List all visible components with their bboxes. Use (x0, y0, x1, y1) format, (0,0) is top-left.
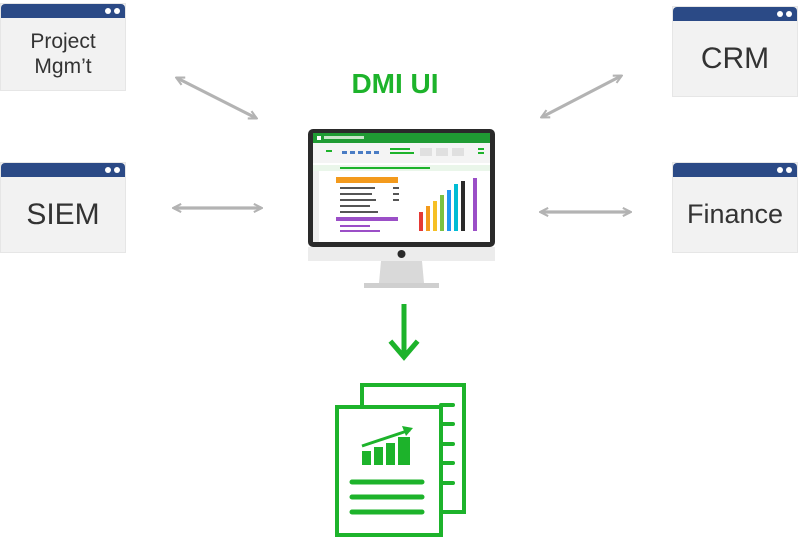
spreadsheet-screen (313, 133, 490, 242)
window-title-bar (1, 163, 125, 177)
window-title-bar (673, 163, 797, 177)
window-dot-icon (777, 167, 783, 173)
bidirectional-arrow-icon (177, 78, 256, 118)
system-label-finance: Finance (686, 199, 784, 230)
system-label-crm: CRM (700, 41, 770, 75)
window-dot-icon (114, 167, 120, 173)
window-dot-icon (786, 167, 792, 173)
window-dot-icon (105, 167, 111, 173)
window-dot-icon (114, 8, 120, 14)
window-title-bar (1, 4, 125, 18)
window-siem: SIEM (0, 162, 126, 253)
diagram-title: DMI UI (351, 68, 439, 99)
screen-bar-chart (419, 178, 477, 231)
window-crm: CRM (672, 6, 798, 97)
down-arrow-icon (388, 304, 420, 361)
window-dot-icon (786, 11, 792, 17)
window-title-bar (673, 7, 797, 21)
window-dot-icon (105, 8, 111, 14)
report-document-icon (335, 383, 466, 537)
bidirectional-arrow-icon (542, 76, 621, 117)
window-finance: Finance (672, 162, 798, 253)
window-project-mgmt: Project Mgm’t (0, 3, 126, 91)
system-label-project-mgmt: Project Mgm’t (30, 29, 96, 78)
system-label-siem: SIEM (26, 197, 100, 231)
monitor-icon (308, 129, 495, 288)
window-dot-icon (777, 11, 783, 17)
